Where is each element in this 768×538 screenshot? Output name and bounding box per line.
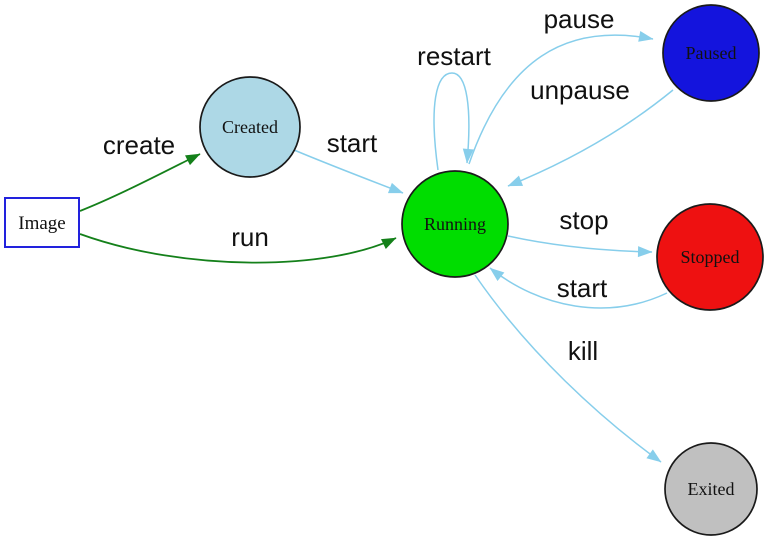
edge-label-create: create [103,130,175,160]
edge-label-kill: kill [568,336,598,366]
edge-kill [474,274,662,463]
image-node-label: Image [18,213,65,234]
edges-layer [79,30,674,463]
edge-stop [507,235,653,258]
edge-pause [468,30,654,165]
paused-node-circle [662,4,760,102]
exited-node-circle [664,442,758,536]
running-node-circle [401,170,509,278]
edge-labels-layer: create run start restart pause unpause s… [103,4,630,366]
stopped-node-circle [656,203,764,311]
edge-label-stop: stop [559,205,608,235]
edge-restart-loop [433,72,474,171]
edge-create [79,153,201,212]
node-exited: Exited [664,442,758,536]
edge-label-start-2: start [557,273,608,303]
stopped-node-label: Stopped [680,247,739,267]
edge-label-run: run [231,222,269,252]
edge-start-stopped-running [489,267,668,309]
edge-label-pause: pause [544,4,615,34]
node-running: Running [401,170,509,278]
node-created: Created [199,76,301,178]
edge-run [79,233,397,264]
node-image: Image [4,197,80,248]
running-node-label: Running [424,214,486,234]
edge-unpause [507,89,674,187]
exited-node-label: Exited [688,479,735,499]
nodes-layer: Image Created Running Paused Stopped Exi… [4,4,764,536]
edge-label-start-1: start [327,128,378,158]
image-node-box [4,197,80,248]
edge-start-created-running [293,149,404,194]
created-node-circle [199,76,301,178]
edge-label-unpause: unpause [530,75,630,105]
node-paused: Paused [662,4,760,102]
edge-label-restart: restart [417,41,491,71]
paused-node-label: Paused [686,43,737,63]
node-stopped: Stopped [656,203,764,311]
created-node-label: Created [222,117,278,137]
